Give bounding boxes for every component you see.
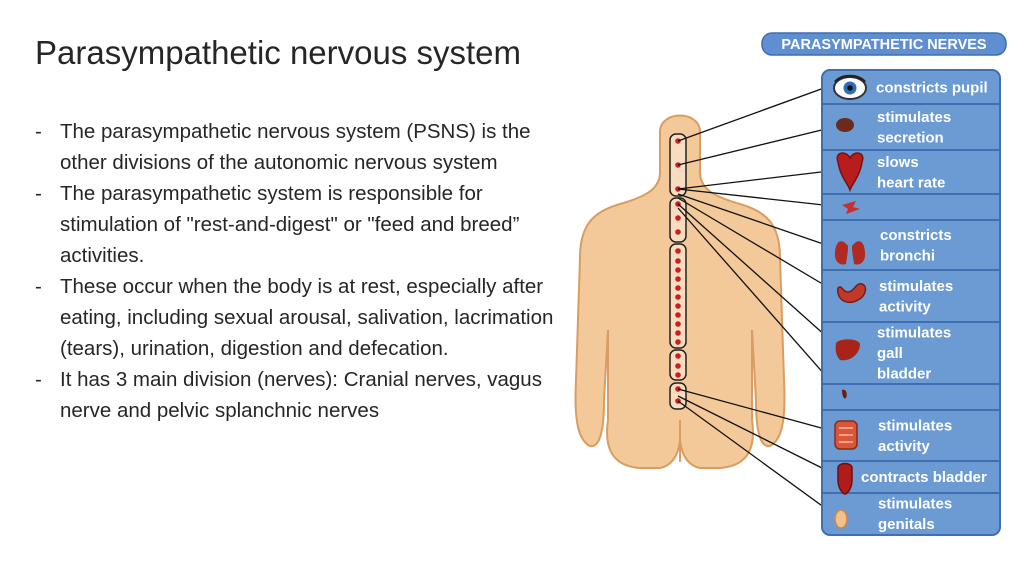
bullet-item: -These occur when the body is at rest, e… (35, 271, 575, 364)
bullet-marker: - (35, 182, 42, 205)
organ-row: stimulates activity (823, 269, 999, 315)
organ-effect-label: slows (877, 154, 919, 171)
organ-effect-label: stimulates (878, 417, 952, 434)
nerve-line (677, 193, 836, 249)
bladder-icon (837, 462, 853, 495)
spine-dot (675, 258, 681, 264)
liver-icon (835, 339, 860, 361)
header-pill (761, 32, 1007, 56)
bullet-list: -The parasympathetic nervous system (PSN… (35, 116, 575, 426)
nerve-line (677, 197, 837, 293)
spinal-cord (669, 133, 687, 410)
organ-effect-label: gall (877, 345, 903, 362)
spine-dot (675, 294, 681, 300)
organ-effect-label: bladder (877, 366, 931, 383)
spine-dot (675, 267, 681, 273)
spine-dot (675, 353, 681, 359)
bullet-text: These occur when the body is at rest, es… (60, 275, 554, 360)
organ-row: stimulates activity (823, 409, 999, 455)
spine-dot (675, 372, 681, 378)
spine-dot (675, 321, 681, 327)
organ-row: stimulates secretion (823, 103, 999, 146)
nerve-line (677, 188, 843, 208)
spine-dot (675, 330, 681, 336)
bullet-item: -It has 3 main division (nerves): Crania… (35, 364, 575, 426)
organ-effect-label: contracts bladder (861, 469, 987, 486)
organ-effect-label: genitals (878, 516, 935, 533)
intestine-icon (834, 420, 858, 450)
organ-panel: constricts pupil stimulates secretion slows… (821, 69, 1001, 536)
slide-title: Parasympathetic nervous system (35, 34, 522, 71)
nerve-lines (677, 83, 843, 517)
lungs-icon (834, 232, 866, 265)
nerve-line (677, 125, 839, 166)
organ-row: constricts bronchi (823, 219, 999, 264)
bullet-marker: - (35, 275, 42, 298)
organ-rows: constricts pupil stimulates secretion slows… (823, 80, 999, 533)
organ-icons (833, 74, 867, 529)
stomach-icon (837, 283, 867, 304)
bullet-text: The parasympathetic nervous system (PSNS… (60, 120, 531, 174)
bullet-marker: - (35, 120, 42, 143)
spine-dot (675, 363, 681, 369)
bullet-text: It has 3 main division (nerves): Cranial… (60, 368, 542, 422)
organ-effect-label: stimulates (878, 495, 952, 512)
spine-dot (675, 229, 681, 235)
organ-row: contracts bladder (823, 460, 999, 486)
nerve-line (677, 395, 839, 477)
bullet-text: The parasympathetic system is responsibl… (60, 182, 520, 267)
organ-row: stimulates genitals (823, 492, 999, 533)
organ-effect-label: stimulates (877, 109, 951, 126)
header-text: PARASYMPATHETIC NERVES (781, 37, 987, 53)
nerve-line (677, 83, 836, 142)
vessel-icon (842, 201, 860, 214)
bullet-item: -The parasympathetic nervous system (PSN… (35, 116, 575, 178)
organ-row: constricts pupil (876, 80, 988, 97)
nerve-line (677, 400, 837, 517)
organ-effect-label: activity (879, 298, 931, 315)
spine-dot (675, 215, 681, 221)
organ-effect-label: constricts (880, 227, 952, 244)
nerve-line (677, 207, 841, 393)
organ-effect-label: heart rate (877, 174, 945, 191)
organ-effect-label: stimulates (877, 325, 951, 342)
spine-dot (675, 312, 681, 318)
spine-dot (675, 285, 681, 291)
pancreas-icon (842, 389, 847, 399)
organ-effect-label: secretion (877, 129, 944, 146)
organ-effect-label: bronchi (880, 247, 935, 264)
organ-effect-label: stimulates (879, 278, 953, 295)
spine-dot (675, 339, 681, 345)
nerve-line (677, 169, 839, 190)
organ-row: stimulates gall bladder (823, 321, 999, 383)
organ-row: slows heart rate (823, 149, 999, 191)
genitals-icon (834, 509, 848, 529)
spine-dot (675, 303, 681, 309)
nerve-line (677, 388, 837, 433)
organ-effect-label: activity (878, 438, 930, 455)
bullet-marker: - (35, 368, 42, 391)
spine-dot (675, 248, 681, 254)
nerve-line (677, 203, 837, 346)
salivary-gland-icon (836, 118, 854, 132)
eye-icon (833, 74, 867, 100)
heart-icon (836, 152, 864, 193)
diagram-header: PARASYMPATHETIC NERVES (761, 32, 1007, 56)
panel-background (821, 69, 1001, 536)
organ-effect-label: constricts pupil (876, 80, 988, 97)
spine-dot (675, 276, 681, 282)
bullet-item: -The parasympathetic system is responsib… (35, 178, 575, 271)
